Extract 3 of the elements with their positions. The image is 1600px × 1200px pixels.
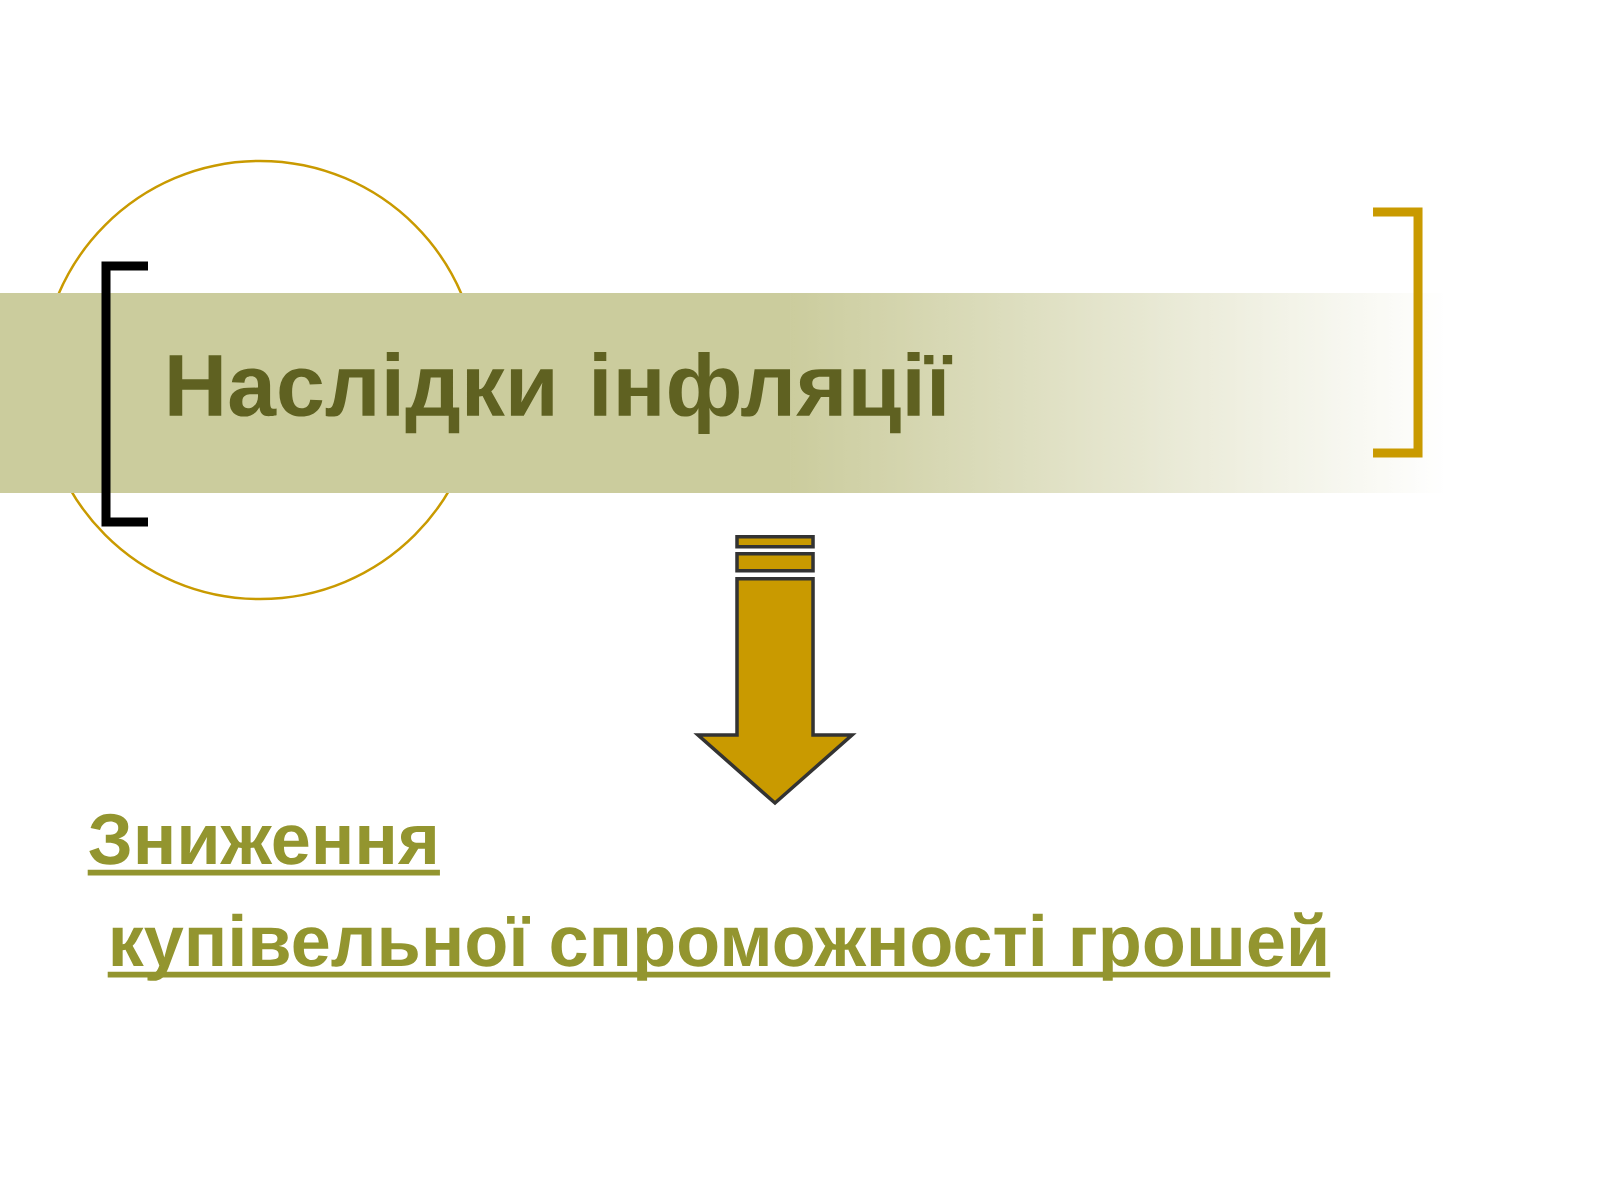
title-banner: Наслідки інфляції — [0, 159, 1450, 601]
underlined-text: Зниження купівельної спроможності грошей — [87, 813, 1331, 981]
block-arrow — [693, 534, 857, 806]
